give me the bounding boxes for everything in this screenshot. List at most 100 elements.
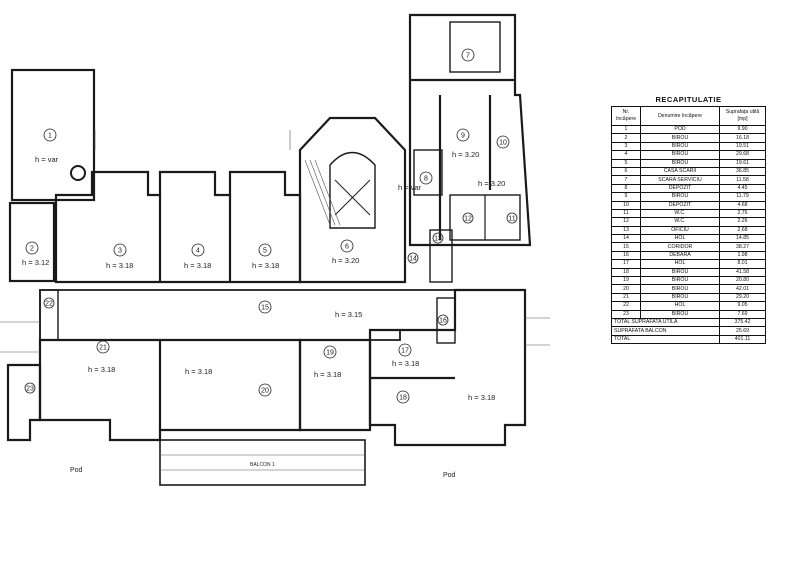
recap-cell-name: BIROU — [640, 192, 720, 202]
room-number-19: 19 — [326, 350, 334, 357]
room-number-13: 13 — [434, 236, 442, 243]
recap-cell-area: 9.90 — [719, 124, 766, 135]
room-number-18: 18 — [399, 395, 407, 402]
room-number-20: 20 — [261, 388, 269, 395]
recap-cell-nr: 17 — [611, 259, 641, 269]
room-number-6: 6 — [345, 244, 349, 251]
room-number-4: 4 — [196, 248, 200, 255]
recap-cell-nr: 7 — [611, 175, 641, 185]
right-wing-outline — [408, 13, 532, 247]
recap-cell-nr: 6 — [611, 166, 641, 177]
recap-header-area: Suprafaţa utilă [mp] — [719, 106, 766, 126]
recap-cell-area: 2.26 — [719, 217, 766, 227]
recap-cell-area: 8.01 — [719, 259, 766, 269]
recap-cell-name: BIROU — [640, 133, 720, 143]
recap-cell-area: 7.69 — [719, 309, 766, 320]
recap-cell-nr: 5 — [611, 158, 641, 168]
room-height-21: h = 3.18 — [88, 365, 115, 374]
recap-total-label: SUPRAFATA BALCON — [611, 326, 720, 336]
room-number-15: 15 — [261, 305, 269, 312]
room-number-1: 1 — [48, 133, 52, 140]
recap-cell-area: 41.58 — [719, 267, 766, 278]
room-number-11: 11 — [508, 216, 515, 223]
room-height-8: h = var — [398, 183, 422, 192]
recap-header-name: Denumire încăpere — [640, 106, 720, 126]
recap-cell-name: SCARA SERVICIU — [640, 175, 720, 185]
room-22-box — [39, 289, 59, 341]
recap-cell-area: 19.51 — [719, 141, 766, 152]
recap-header-row: Nr. încăpere Denumire încăpere Suprafaţa… — [611, 106, 766, 126]
room-23-outline — [6, 363, 42, 442]
room-height-20: h = 3.18 — [185, 367, 212, 376]
recap-cell-name: BIROU — [640, 158, 720, 168]
room-height-1: h = var — [35, 155, 59, 164]
recap-cell-area: 4.68 — [719, 200, 766, 210]
room-height-3: h = 3.18 — [106, 261, 133, 270]
recap-cell-area: 11.58 — [719, 175, 766, 185]
recap-cell-nr: 9 — [611, 192, 641, 202]
recap-cell-area: 38.27 — [719, 242, 766, 252]
recap-cell-area: 2.68 — [719, 225, 766, 236]
recap-cell-name: W.C. — [640, 217, 720, 227]
recap-cell-area: 14.85 — [719, 234, 766, 244]
room-number-2: 2 — [30, 246, 34, 253]
room-number-7: 7 — [466, 53, 470, 60]
room-height-9: h = 3.20 — [452, 150, 479, 159]
recap-cell-area: 36.85 — [719, 166, 766, 177]
room-number-5: 5 — [263, 248, 267, 255]
recap-total-label: TOTAL — [611, 334, 720, 345]
recap-cell-nr: 11 — [611, 208, 641, 219]
room-number-21: 21 — [99, 345, 107, 352]
room-8-box — [413, 149, 443, 196]
room-height-9b: h = 3.20 — [478, 179, 505, 188]
recap-header-nr: Nr. încăpere — [611, 106, 641, 126]
room-height-17: h = 3.18 — [392, 359, 419, 368]
room-16-box — [436, 297, 456, 344]
recap-cell-name: BIROU — [640, 150, 720, 160]
recap-cell-name: CORIDOR — [640, 242, 720, 252]
pod-left-label: Pod — [70, 467, 83, 474]
recap-cell-area: 29.68 — [719, 150, 766, 160]
recap-cell-name: HOL — [640, 259, 720, 269]
room-13-box — [429, 229, 453, 283]
recap-table: Nr. încăpere Denumire încăpere Suprafaţa… — [611, 106, 766, 345]
recap-cell-name: HOL — [640, 234, 720, 244]
room-2-outline — [8, 201, 56, 283]
recap-cell-name: OFICIU — [640, 225, 720, 236]
recap-cell-name: DEBARA — [640, 250, 720, 261]
room-number-8: 8 — [424, 176, 428, 183]
room-number-3: 3 — [118, 248, 122, 255]
room-labels: 1 h = var 2 h = 3.12 3 h = 3.18 4 h = 3.… — [22, 48, 518, 479]
recap-panel: RECAPITULATIE Nr. încăpere Denumire încă… — [611, 95, 766, 345]
recap-cell-area: 2.76 — [719, 208, 766, 219]
recap-cell-nr: 3 — [611, 141, 641, 152]
room-number-17: 17 — [401, 348, 409, 355]
recap-cell-nr: 16 — [611, 250, 641, 261]
room-number-12: 12 — [464, 216, 472, 223]
recap-cell-area: 29.20 — [719, 292, 766, 303]
recap-cell-name: DEPOZIT — [640, 200, 720, 210]
room-height-2: h = 3.12 — [22, 258, 49, 267]
recap-cell-name: BIROU — [640, 276, 720, 286]
room-number-14: 14 — [409, 256, 417, 263]
recap-cell-nr: 19 — [611, 276, 641, 286]
recap-total-value: 401.11 — [719, 334, 766, 345]
recap-cell-area: 19.61 — [719, 158, 766, 168]
